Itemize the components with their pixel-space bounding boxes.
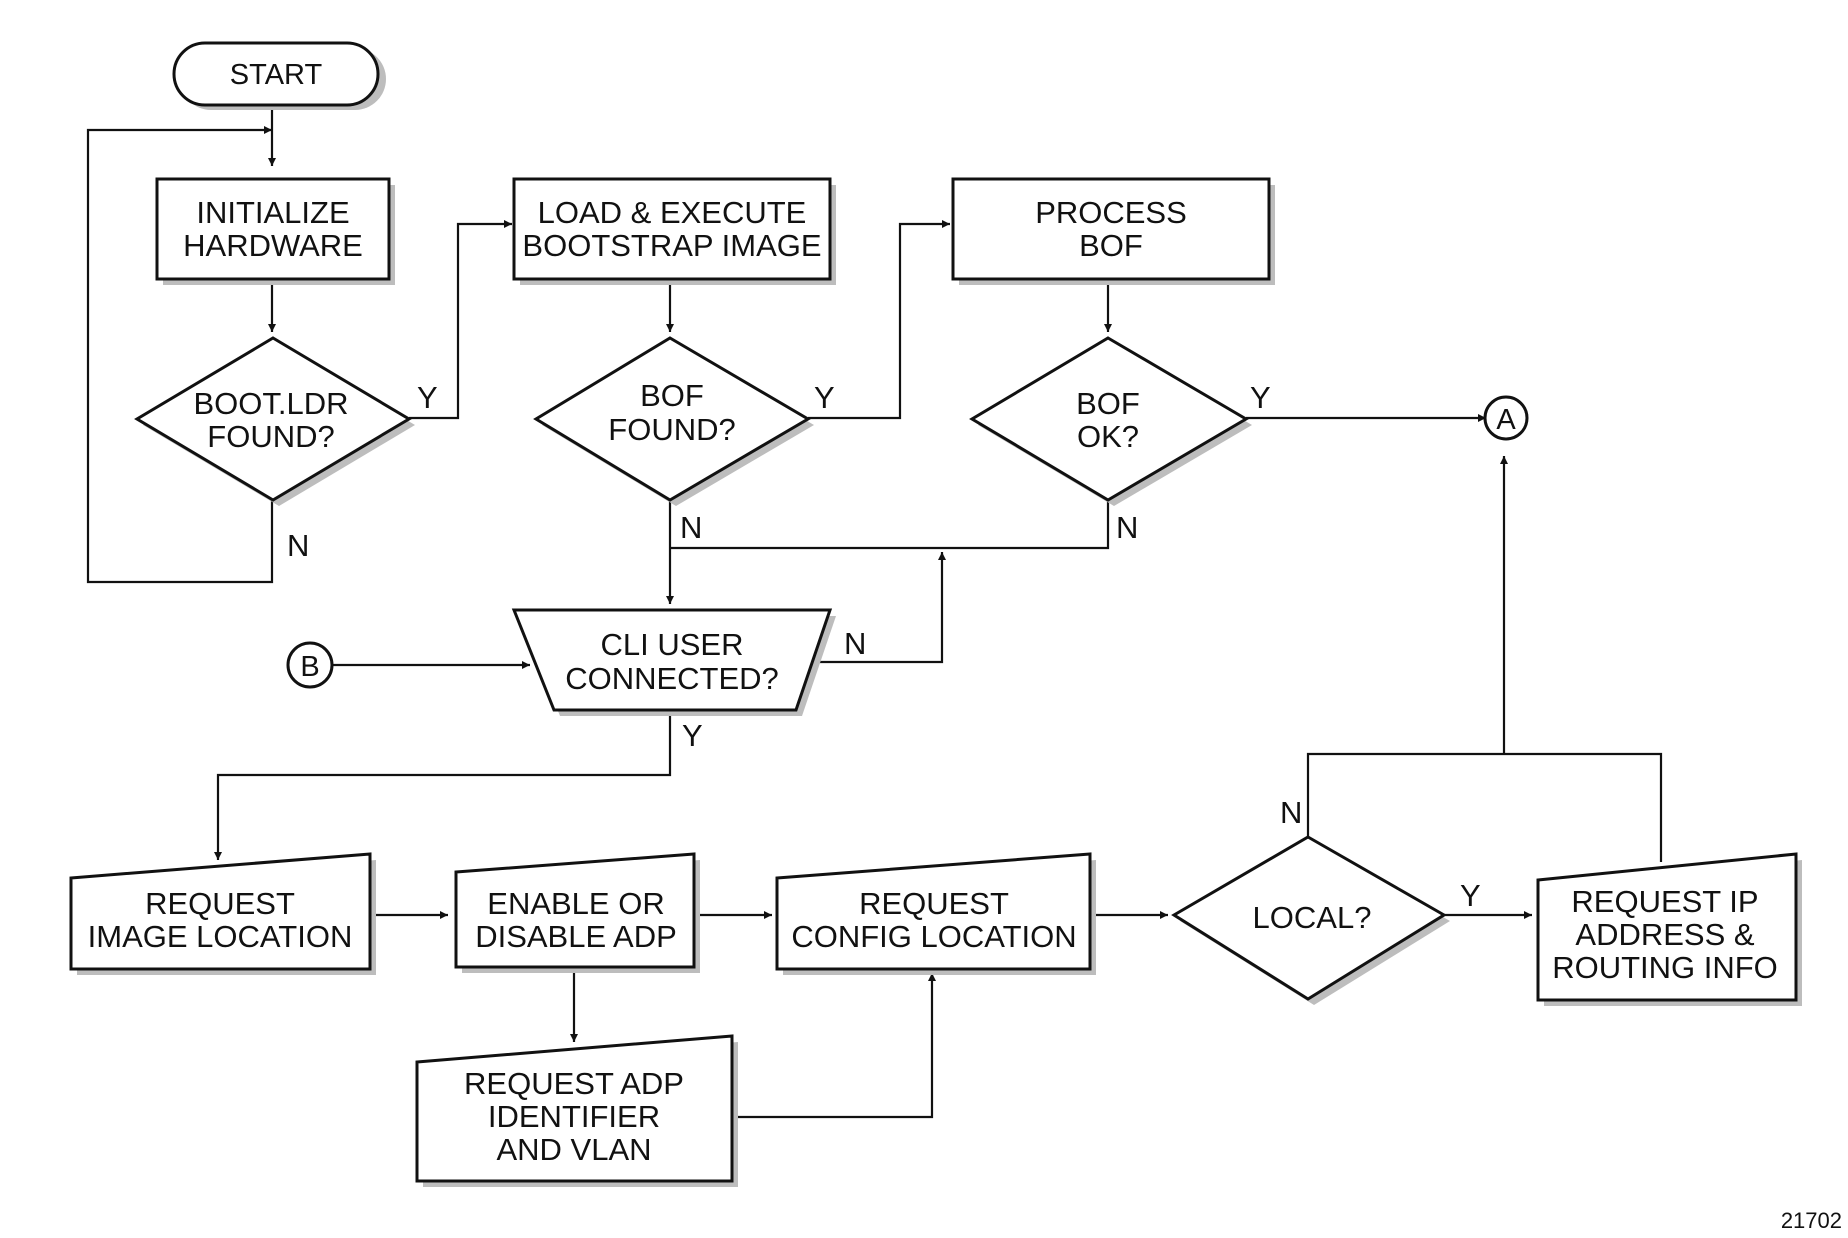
- req-image-line-1: REQUEST: [145, 886, 295, 921]
- connector-b-label: B: [300, 651, 319, 683]
- line-bootldr-yes-to-load: [409, 220, 512, 420]
- local-decision: LOCAL?: [1171, 835, 1450, 1005]
- load-exec-line-2: BOOTSTRAP IMAGE: [522, 228, 821, 263]
- label-bof-ok-yes: Y: [1250, 380, 1271, 415]
- label-bootldr-no: N: [287, 528, 309, 563]
- req-adp-line-3: AND VLAN: [496, 1132, 651, 1167]
- edge-labels: Y N Y N Y N N Y N Y: [287, 380, 1481, 913]
- req-ip-line-2: ADDRESS &: [1575, 917, 1754, 952]
- enable-adp-line-2: DISABLE ADP: [475, 919, 677, 954]
- req-adp-line-2: IDENTIFIER: [488, 1099, 660, 1134]
- label-local-no: N: [1280, 795, 1302, 830]
- connector-a: A: [1483, 395, 1529, 441]
- line-local-no-up: [1306, 752, 1663, 862]
- request-adp-identifier-input: REQUEST ADP IDENTIFIER AND VLAN: [415, 1034, 738, 1187]
- start-terminal: START: [172, 41, 386, 110]
- req-ip-line-1: REQUEST IP: [1571, 884, 1758, 919]
- bof-found-line-1: BOF: [640, 378, 704, 413]
- bof-ok-decision: BOF OK?: [969, 336, 1252, 506]
- line-cli-yes-to-reqimage: [214, 710, 672, 860]
- initialize-hardware-process: INITIALIZE HARDWARE: [155, 177, 395, 285]
- cli-user-connected-manual-op: CLI USER CONNECTED?: [511, 608, 836, 716]
- line-boffound-yes-to-process: [808, 220, 950, 420]
- line-bofok-no-merge: [670, 500, 1110, 550]
- bof-ok-line-1: BOF: [1076, 386, 1140, 421]
- req-config-line-2: CONFIG LOCATION: [791, 919, 1076, 954]
- enable-adp-line-1: ENABLE OR: [487, 886, 664, 921]
- req-adp-line-1: REQUEST ADP: [464, 1066, 684, 1101]
- line-reqadpid-to-reqconfig: [732, 973, 936, 1119]
- start-label: START: [230, 59, 323, 91]
- req-image-line-2: IMAGE LOCATION: [88, 919, 353, 954]
- local-label: LOCAL?: [1253, 900, 1372, 935]
- cli-user-line-2: CONNECTED?: [565, 661, 779, 696]
- req-ip-line-3: ROUTING INFO: [1552, 950, 1778, 985]
- label-cli-no: N: [844, 626, 866, 661]
- request-image-location-input: REQUEST IMAGE LOCATION: [69, 852, 376, 975]
- req-config-line-1: REQUEST: [859, 886, 1009, 921]
- connector-a-label: A: [1496, 404, 1516, 436]
- init-hw-line-1: INITIALIZE: [196, 195, 349, 230]
- connector-b: B: [286, 641, 334, 689]
- process-bof-line-1: PROCESS: [1035, 195, 1187, 230]
- load-exec-line-1: LOAD & EXECUTE: [538, 195, 807, 230]
- line-bootldr-no-loop: [86, 126, 274, 584]
- cli-user-line-1: CLI USER: [601, 627, 744, 662]
- line-cli-no-up: [812, 552, 946, 664]
- request-config-location-input: REQUEST CONFIG LOCATION: [775, 852, 1096, 975]
- bootldr-found-decision: BOOT.LDR FOUND?: [134, 336, 415, 506]
- flow-lines: [86, 109, 1663, 1119]
- load-execute-bootstrap-process: LOAD & EXECUTE BOOTSTRAP IMAGE: [512, 177, 836, 285]
- process-bof-process: PROCESS BOF: [951, 177, 1275, 285]
- init-hw-line-2: HARDWARE: [183, 228, 363, 263]
- label-bof-found-yes: Y: [814, 380, 835, 415]
- bof-ok-line-2: OK?: [1077, 419, 1139, 454]
- label-bof-found-no: N: [680, 510, 702, 545]
- label-bootldr-yes: Y: [417, 380, 438, 415]
- bof-found-decision: BOF FOUND?: [533, 336, 814, 506]
- enable-disable-adp-input: ENABLE OR DISABLE ADP: [454, 852, 700, 973]
- process-bof-line-2: BOF: [1079, 228, 1143, 263]
- bof-found-line-2: FOUND?: [608, 412, 735, 447]
- figure-id: 21702: [1781, 1208, 1842, 1233]
- label-local-yes: Y: [1460, 878, 1481, 913]
- bootldr-line-2: FOUND?: [207, 419, 334, 454]
- request-ip-routing-input: REQUEST IP ADDRESS & ROUTING INFO: [1536, 852, 1802, 1006]
- label-cli-yes: Y: [682, 718, 703, 753]
- label-bof-ok-no: N: [1116, 510, 1138, 545]
- bootldr-line-1: BOOT.LDR: [193, 386, 348, 421]
